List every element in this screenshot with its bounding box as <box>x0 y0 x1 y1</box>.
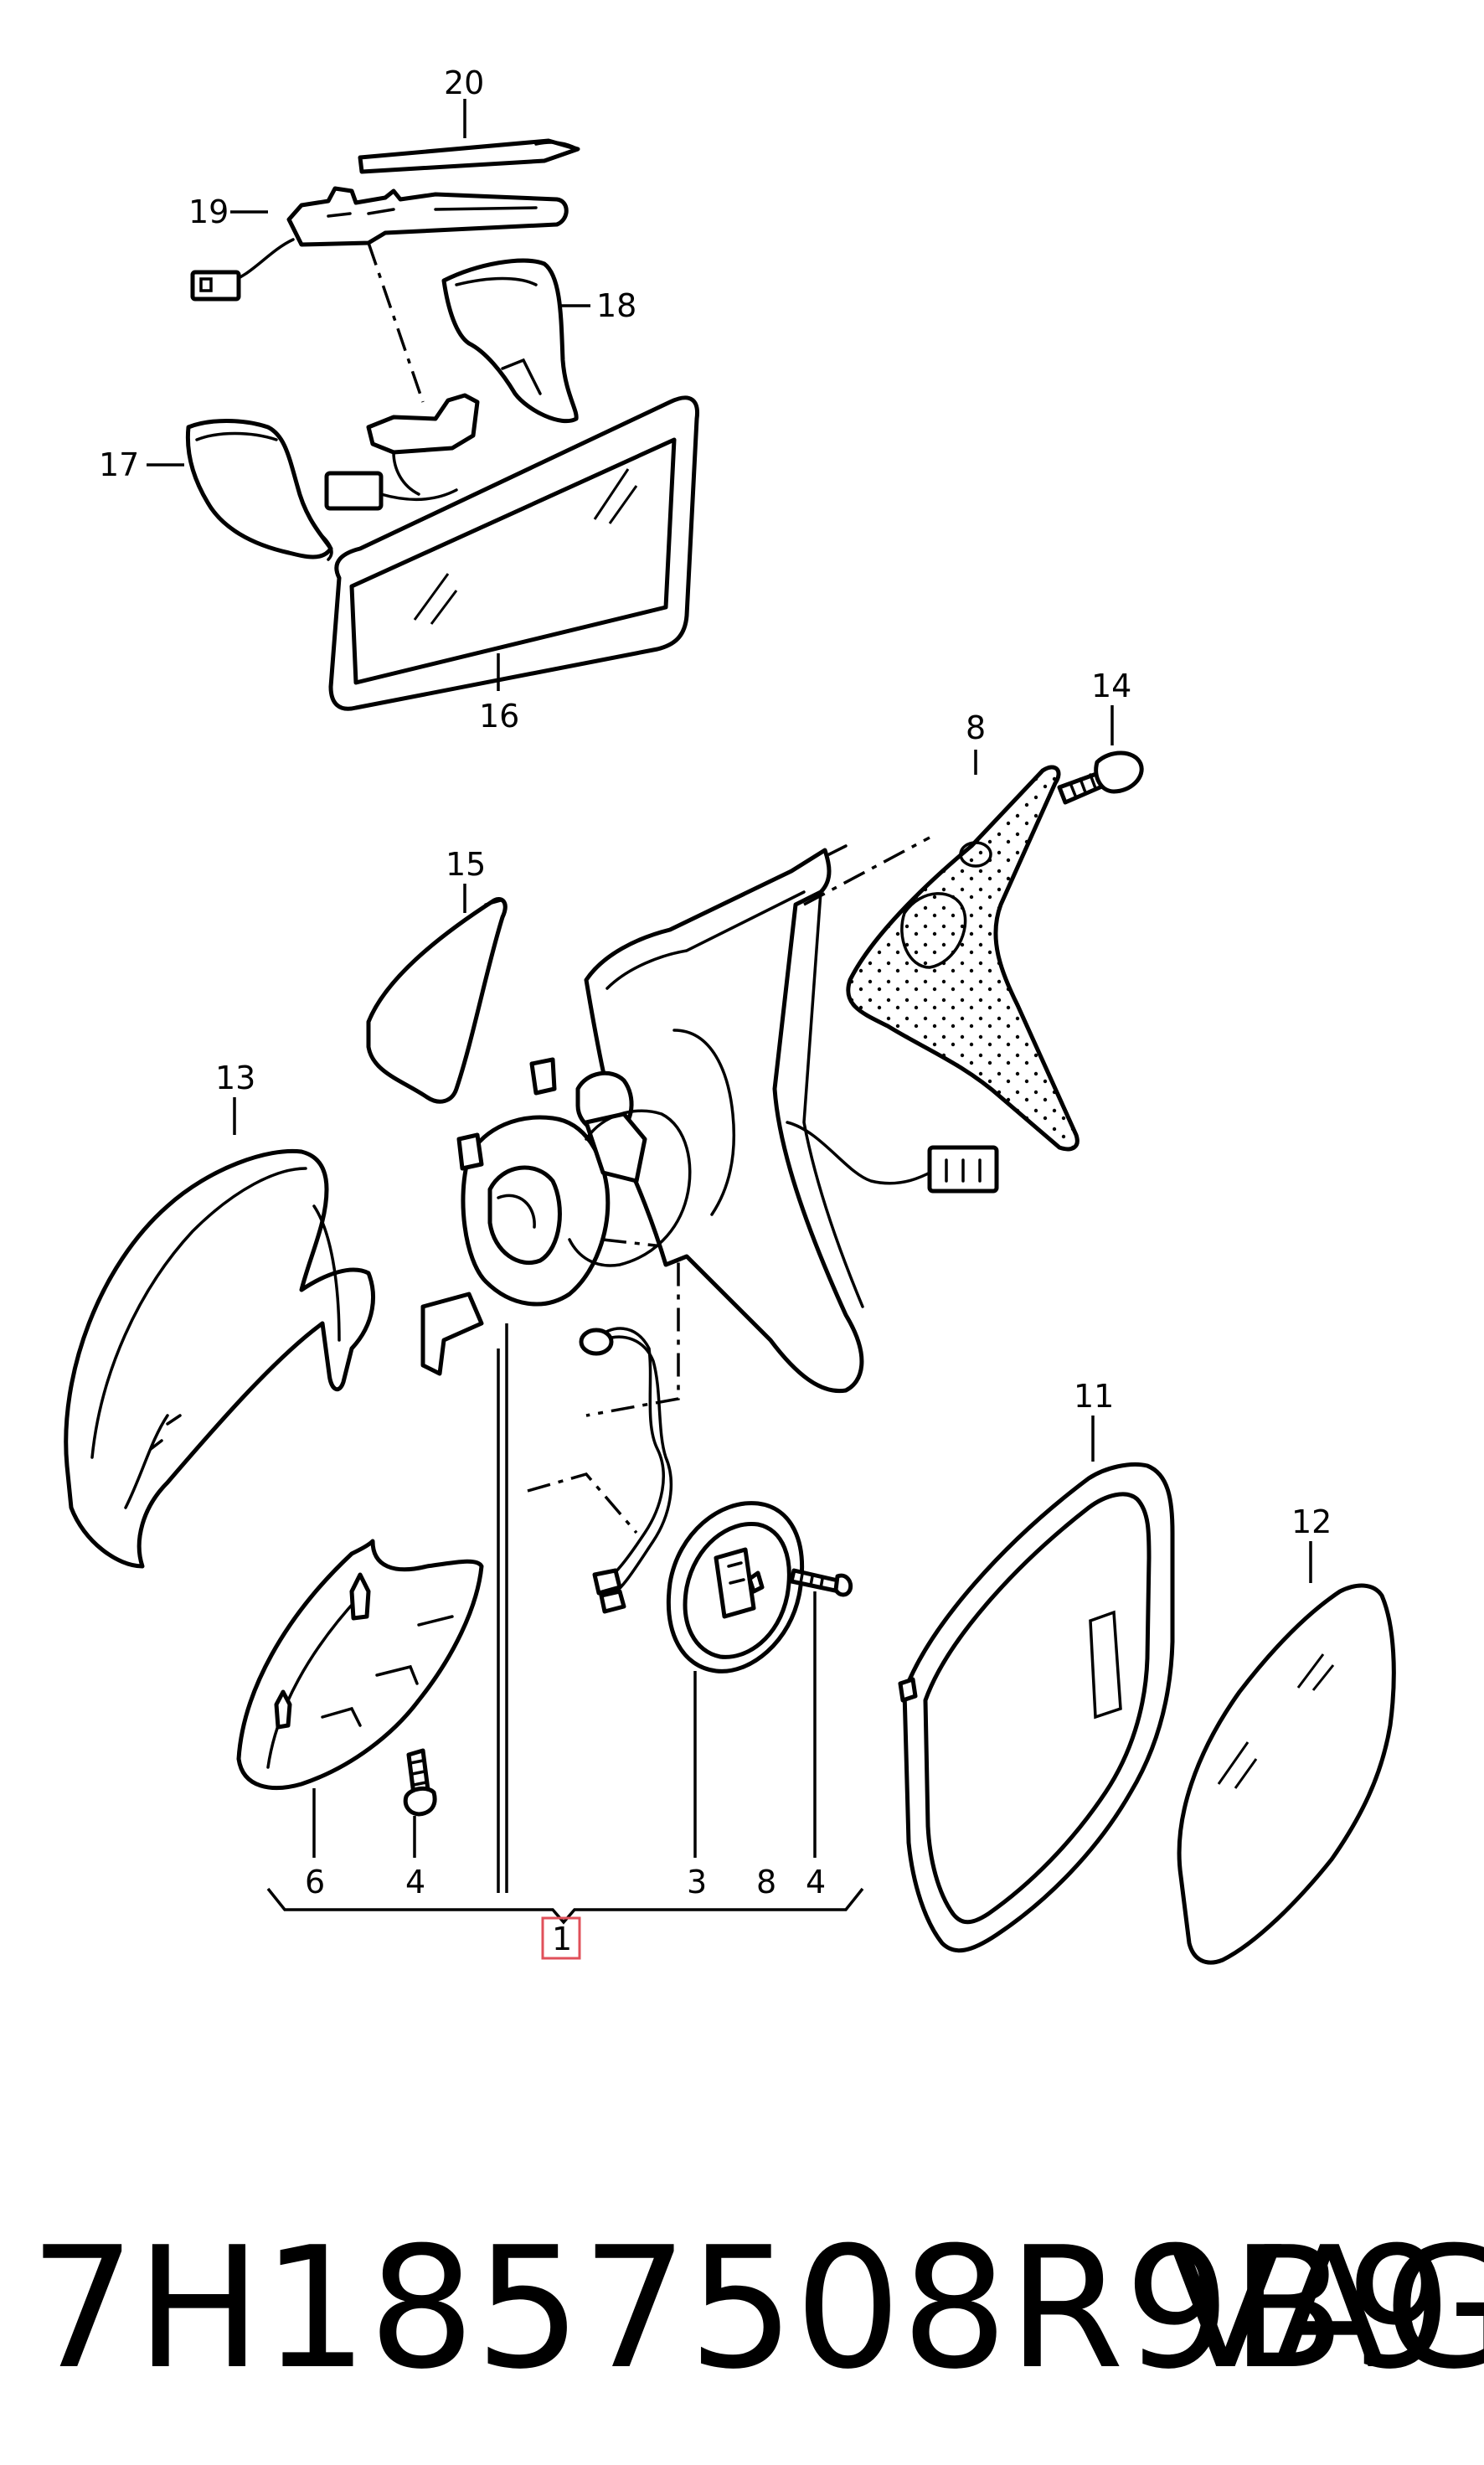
callout-1: 1 <box>552 1921 572 1957</box>
part-14-bolt <box>1057 750 1144 805</box>
callout-1-highlight <box>541 1916 581 1960</box>
part-6-inner-cap <box>236 1539 484 1791</box>
part-4-screw-left <box>403 1748 437 1817</box>
axis-line-upper <box>367 242 425 403</box>
part-15-small-cover <box>366 897 508 1104</box>
mirror-housing-bracket <box>584 844 864 1394</box>
part-8-gasket <box>846 765 1080 1152</box>
callout-18: 18 <box>596 287 636 324</box>
part-19-wiring-harness <box>190 186 569 302</box>
callout-14: 14 <box>1091 668 1131 704</box>
leader-lines <box>147 99 1312 1893</box>
callout-15: 15 <box>446 846 486 883</box>
callout-6: 6 <box>305 1864 325 1900</box>
callout-11: 11 <box>1074 1378 1114 1415</box>
part-4-screw-right <box>789 1568 853 1597</box>
part-13-mirror-cap <box>64 1148 375 1569</box>
callout-4-left: 4 <box>405 1864 425 1900</box>
callout-8-bottom: 8 <box>756 1864 776 1900</box>
part-12-mirror-glass <box>1177 1583 1396 1965</box>
callout-13: 13 <box>215 1060 255 1096</box>
part-18-trim-piece <box>441 258 579 424</box>
adjusting-motor-assembly <box>420 1057 692 1376</box>
axis-line-cable <box>585 1238 680 1417</box>
part-20-cover-strip <box>358 138 580 174</box>
callout-4-right: 4 <box>806 1864 826 1900</box>
callout-16: 16 <box>479 698 519 735</box>
axis-line-motor <box>527 1472 638 1534</box>
part-number: 7H1857508R9B9 <box>29 2211 1452 2406</box>
part-16-mirror-glass-frame <box>328 395 700 711</box>
callout-19: 19 <box>188 193 229 230</box>
mirror-mount-clip <box>366 393 480 496</box>
harness-connector-right <box>786 1121 999 1194</box>
callout-17: 17 <box>99 446 139 483</box>
brand-label: VAG <box>1168 2211 1484 2406</box>
part-11-glass-carrier <box>898 1462 1175 1953</box>
callout-20: 20 <box>444 64 484 101</box>
callout-12: 12 <box>1291 1503 1332 1540</box>
callout-8-top: 8 <box>966 709 986 746</box>
connector-plug <box>324 471 458 511</box>
callout-3: 3 <box>687 1864 707 1900</box>
part-17-trim-piece <box>185 419 333 561</box>
part-3-adjustment-motor <box>579 1327 805 1673</box>
assembly-brace <box>266 1887 864 1925</box>
